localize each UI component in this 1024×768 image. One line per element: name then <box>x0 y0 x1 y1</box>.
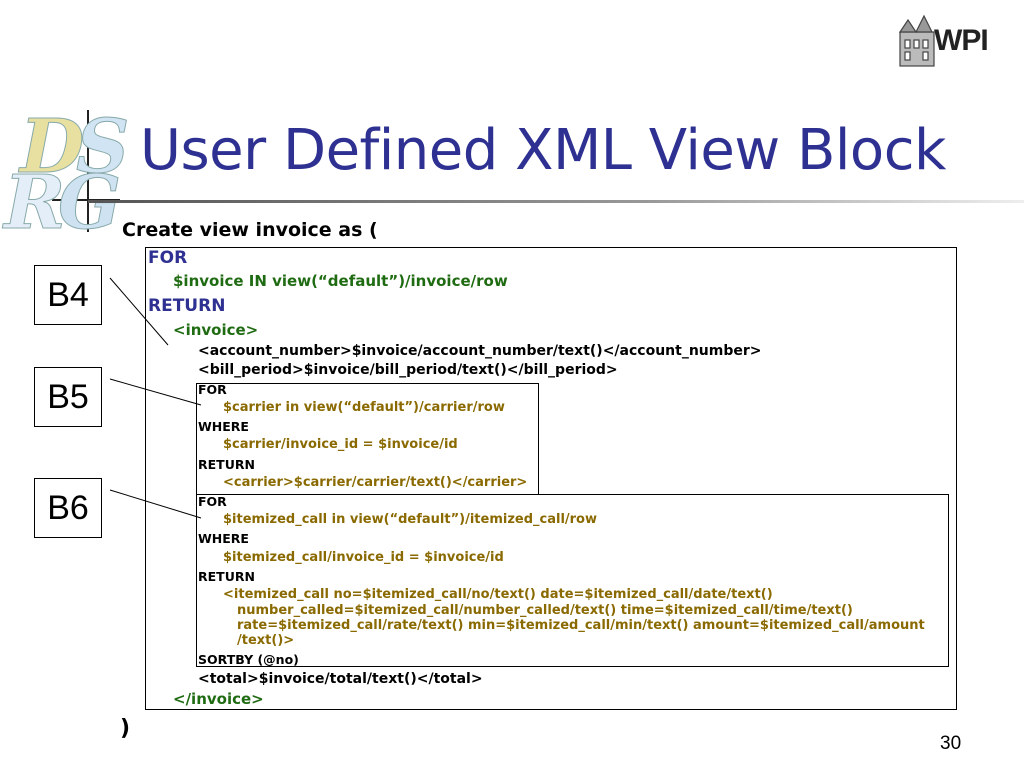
outer-return-keyword: RETURN <box>148 296 226 316</box>
b6-where-keyword: WHERE <box>198 531 249 546</box>
b4-pointer-line <box>109 277 169 346</box>
b6-for-clause: $itemized_call in view(“default”)/itemiz… <box>223 512 597 527</box>
slide-title: User Defined XML View Block <box>140 118 946 183</box>
b6-return-line-3: rate=$itemized_call/rate/text() min=$ite… <box>237 618 925 633</box>
b5-for-clause: $carrier in view(“default”)/carrier/row <box>223 400 505 415</box>
invoice-open-tag: <invoice> <box>173 321 259 339</box>
b4-label: B4 <box>34 265 102 325</box>
outer-for-clause: $invoice IN view(“default”)/invoice/row <box>173 272 508 290</box>
b6-return-keyword: RETURN <box>198 569 255 584</box>
close-paren: ) <box>120 716 131 741</box>
account-number-line: <account_number>$invoice/account_number/… <box>198 343 762 359</box>
b6-sortby-line: SORTBY (@no) <box>198 652 299 667</box>
b5-return-clause: <carrier>$carrier/carrier/text()</carrie… <box>223 475 528 490</box>
b5-label: B5 <box>34 367 102 427</box>
invoice-close-tag: </invoice> <box>173 690 264 708</box>
b6-code-box <box>196 494 949 667</box>
b6-label: B6 <box>34 478 102 538</box>
b6-return-line-1: <itemized_call no=$itemized_call/no/text… <box>223 587 773 602</box>
bill-period-line: <bill_period>$invoice/bill_period/text()… <box>198 362 618 378</box>
dsrg-letter-s: S <box>75 104 130 191</box>
dsrg-letter-r: R <box>4 160 66 247</box>
b5-return-keyword: RETURN <box>198 457 255 472</box>
b5-for-keyword: FOR <box>198 382 227 397</box>
b6-return-line-2: number_called=$itemized_call/number_call… <box>237 603 853 618</box>
wpi-logo-text: WPI <box>934 24 989 57</box>
b5-where-clause: $carrier/invoice_id = $invoice/id <box>223 437 458 452</box>
title-underline <box>88 200 1024 203</box>
b6-where-clause: $itemized_call/invoice_id = $invoice/id <box>223 550 504 565</box>
b6-for-keyword: FOR <box>198 494 227 509</box>
page-number: 30 <box>940 733 962 754</box>
total-line: <total>$invoice/total/text()</total> <box>198 671 483 687</box>
b5-where-keyword: WHERE <box>198 419 249 434</box>
b6-pointer-line <box>109 489 202 519</box>
b6-return-line-4: /text()> <box>237 633 295 648</box>
dsrg-letter-g: G <box>57 160 122 247</box>
outer-for-keyword: FOR <box>148 248 188 268</box>
dsrg-letter-d: D <box>19 104 85 191</box>
create-view-line: Create view invoice as ( <box>122 219 378 241</box>
b5-pointer-line <box>109 378 202 406</box>
